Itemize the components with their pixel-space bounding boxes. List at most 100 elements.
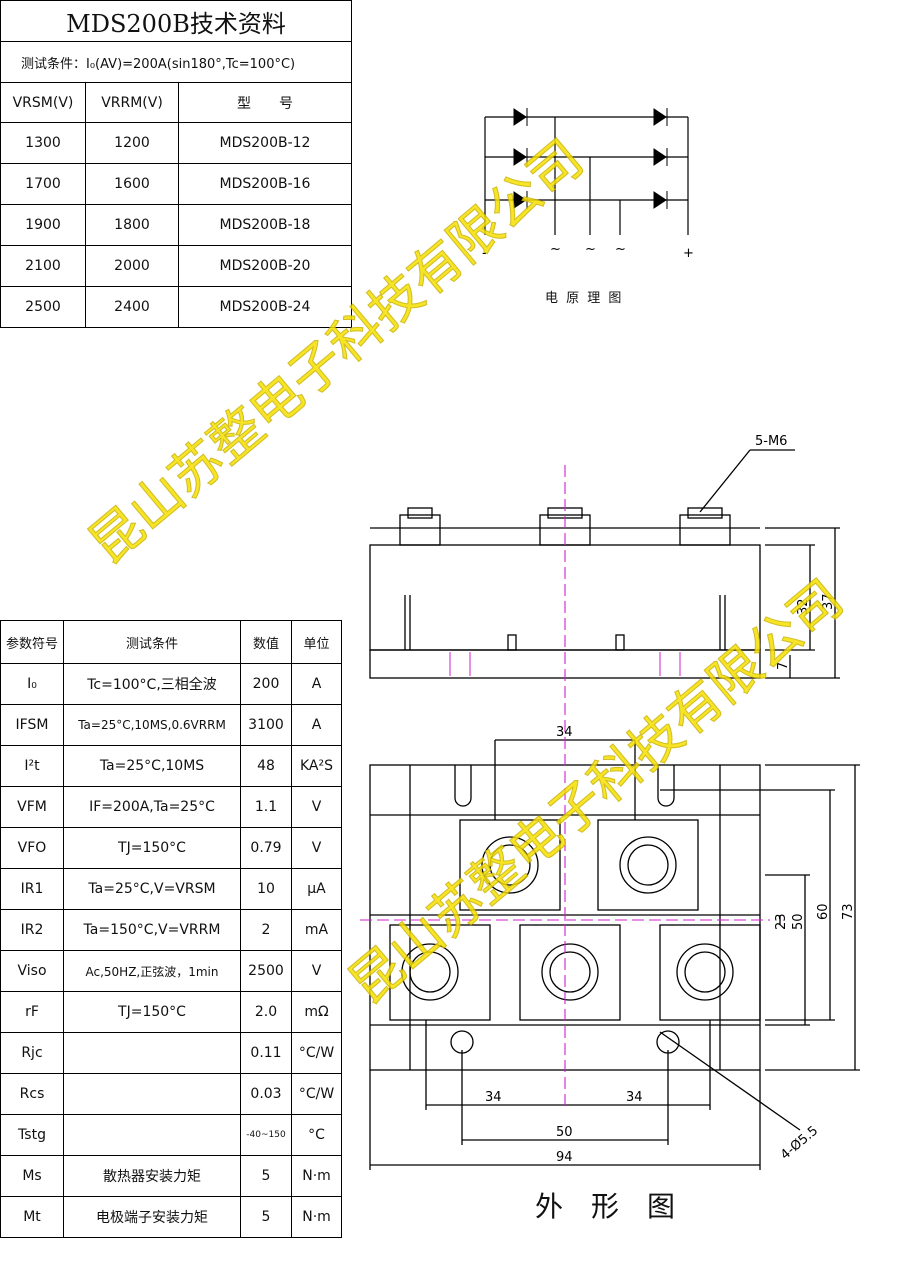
cell: MDS200B-18 — [178, 204, 352, 246]
header-value: 数值 — [240, 620, 292, 664]
header-vrrm: VRRM(V) — [85, 82, 179, 123]
cell: 2400 — [85, 286, 179, 328]
cell: 1200 — [85, 122, 179, 164]
cell: 1700 — [0, 163, 86, 205]
cell: IFSM — [0, 704, 64, 746]
cell: 1.1 — [240, 786, 292, 828]
table-row: Rcs 0.03°C/W — [0, 1073, 342, 1115]
header-unit: 单位 — [291, 620, 342, 664]
cell: rF — [0, 991, 64, 1033]
cell: °C/W — [291, 1032, 342, 1074]
terminal-ac-2: ~ — [585, 242, 596, 257]
cell: V — [291, 786, 342, 828]
cell: 2.0 — [240, 991, 292, 1033]
cell: μA — [291, 868, 342, 910]
cell: Ta=25°C,10MS — [63, 745, 241, 787]
cell: Ms — [0, 1155, 64, 1197]
cell: IF=200A,Ta=25°C — [63, 786, 241, 828]
cell: Ta=150°C,V=VRRM — [63, 909, 241, 951]
spec-table: MDS200B技术资料 测试条件：I₀(AV)=200A(sin180°,Tc=… — [0, 0, 352, 328]
dim-94: 94 — [556, 1150, 573, 1165]
table-row: 1900 1800 MDS200B-18 — [0, 204, 352, 246]
cell: 2000 — [85, 245, 179, 287]
cell: 电极端子安装力矩 — [63, 1196, 241, 1238]
header-condition: 测试条件 — [63, 620, 241, 664]
cell: Rcs — [0, 1073, 64, 1115]
cell: Tstg — [0, 1114, 64, 1156]
cell: Tc=100°C,三相全波 — [63, 663, 241, 705]
drawing-caption: 外 形 图 — [535, 1190, 676, 1223]
cell: VFO — [0, 827, 64, 869]
cell: °C/W — [291, 1073, 342, 1115]
cell: 5 — [240, 1155, 292, 1197]
table-row: 1700 1600 MDS200B-16 — [0, 163, 352, 205]
cell: IR1 — [0, 868, 64, 910]
cell: 2 — [240, 909, 292, 951]
cell: 0.03 — [240, 1073, 292, 1115]
cell: I²t — [0, 745, 64, 787]
table-row: 1300 1200 MDS200B-12 — [0, 122, 352, 164]
dim-73: 73 — [841, 903, 856, 920]
dim-37: 37 — [821, 593, 836, 610]
terminal-ac-3: ~ — [615, 242, 626, 257]
cell: I₀ — [0, 663, 64, 705]
terminal-plus: + — [683, 246, 694, 261]
terminal-minus: - — [482, 246, 487, 261]
cell: mΩ — [291, 991, 342, 1033]
cell: Mt — [0, 1196, 64, 1238]
header-model: 型 号 — [178, 82, 352, 123]
dim-top-34: 34 — [556, 725, 573, 740]
cell: TJ=150°C — [63, 991, 241, 1033]
cell: °C — [291, 1114, 342, 1156]
table-row: Tstg -40~150°C — [0, 1114, 342, 1156]
dim-23: 23 — [774, 913, 789, 930]
cell: V — [291, 950, 342, 992]
cell: KA²S — [291, 745, 342, 787]
cell: N·m — [291, 1155, 342, 1197]
cell: 散热器安装力矩 — [63, 1155, 241, 1197]
dim-bottom-34-right: 34 — [626, 1090, 643, 1105]
cell: MDS200B-12 — [178, 122, 352, 164]
cell: mA — [291, 909, 342, 951]
cell: 1800 — [85, 204, 179, 246]
header-symbol: 参数符号 — [0, 620, 64, 664]
cell: 0.11 — [240, 1032, 292, 1074]
cell: A — [291, 704, 342, 746]
cell: 200 — [240, 663, 292, 705]
circuit-caption: 电 原 理 图 — [545, 291, 624, 306]
cell: MDS200B-24 — [178, 286, 352, 328]
dim-50: 50 — [556, 1125, 573, 1140]
cell: 1900 — [0, 204, 86, 246]
cell — [63, 1032, 241, 1074]
cell: 3100 — [240, 704, 292, 746]
header-vrsm: VRSM(V) — [0, 82, 86, 123]
outline-drawing: 5-M6 32 37 7 34 34 34 50 94 23 50 60 73 … — [360, 434, 860, 1170]
cell: Ac,50HZ,正弦波，1min — [63, 950, 241, 992]
cell: TJ=150°C — [63, 827, 241, 869]
cell: 10 — [240, 868, 292, 910]
cell: MDS200B-16 — [178, 163, 352, 205]
cell: -40~150 — [240, 1114, 292, 1156]
cell: Ta=25°C,10MS,0.6VRRM — [63, 704, 241, 746]
cell: Rjc — [0, 1032, 64, 1074]
spec-title: MDS200B技术资料 — [0, 0, 352, 42]
cell: V — [291, 827, 342, 869]
dim-32: 32 — [796, 598, 811, 615]
dim-7: 7 — [776, 662, 791, 670]
cell: 0.79 — [240, 827, 292, 869]
dim-bottom-34-left: 34 — [485, 1090, 502, 1105]
cell: 2500 — [240, 950, 292, 992]
cell: 2500 — [0, 286, 86, 328]
cell: 2100 — [0, 245, 86, 287]
